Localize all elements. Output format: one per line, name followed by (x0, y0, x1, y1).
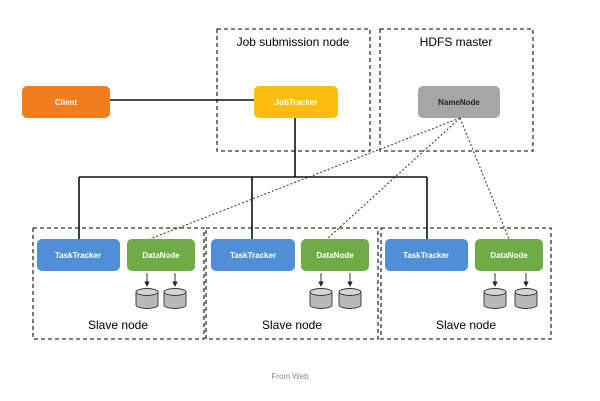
slave-node-label: Slave node (262, 318, 322, 332)
namenode-label: NameNode (438, 98, 480, 107)
slave-node-label: Slave node (88, 318, 148, 332)
caption: From Web (271, 372, 309, 381)
disk-icon (309, 273, 333, 309)
job-submission-label: Job submission node (237, 35, 350, 49)
datanode-label: DataNode (316, 251, 354, 260)
slave-node-region-1 (32, 227, 205, 340)
disk-icon (514, 273, 538, 309)
hdfs-master-label: HDFS master (420, 35, 493, 49)
namenode-node: NameNode (418, 86, 500, 118)
disk-icon (483, 273, 507, 309)
slave-node-label: Slave node (436, 318, 496, 332)
slave-node-region-3 (380, 227, 552, 340)
client-node: Client (22, 86, 110, 118)
tasktracker-label: TaskTracker (55, 251, 101, 260)
hdfs-master-region (379, 28, 534, 152)
jobtracker-node: JobTracker (254, 86, 338, 118)
jobtracker-label: JobTracker (275, 98, 318, 107)
datanode-label: DataNode (142, 251, 180, 260)
disk-icons (135, 273, 538, 309)
disk-icon (338, 273, 362, 309)
slave-node-3: TaskTracker DataNode Slave node (385, 239, 543, 332)
slave-node-region-2 (205, 227, 379, 340)
tasktracker-label: TaskTracker (230, 251, 276, 260)
client-label: Client (55, 98, 78, 107)
datanode-label: DataNode (490, 251, 528, 260)
job-submission-region (216, 28, 371, 152)
slave-node-2: TaskTracker DataNode Slave node (211, 239, 369, 332)
disk-icon (163, 273, 187, 309)
disk-icon (135, 273, 159, 309)
namenode-datanode-link-1 (149, 117, 461, 240)
slave-node-1: TaskTracker DataNode Slave node (37, 239, 195, 332)
namenode-datanode-link-2 (326, 117, 461, 240)
namenode-datanode-link-3 (459, 117, 510, 240)
tasktracker-label: TaskTracker (403, 251, 449, 260)
